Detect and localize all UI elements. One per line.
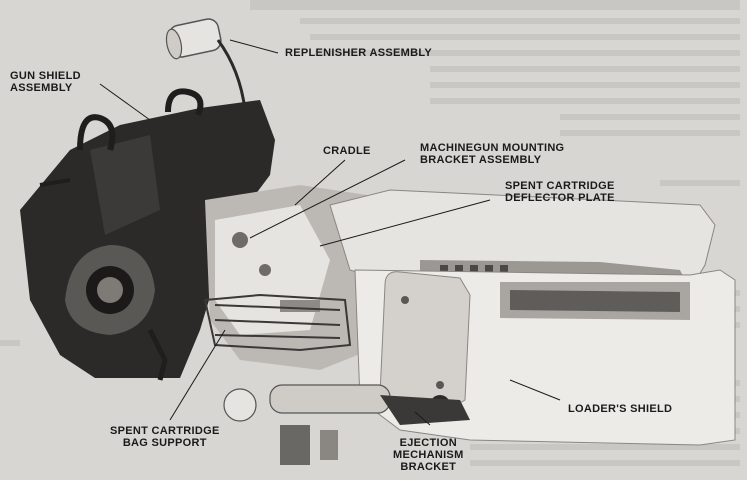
ejection-line-3: BRACKET bbox=[400, 461, 457, 473]
loaders-shield-label: LOADER'S SHIELD bbox=[568, 403, 672, 415]
gun-shield-line-1: GUN SHIELD bbox=[10, 70, 81, 82]
ejection-line-2: MECHANISM bbox=[393, 449, 464, 461]
gun-shield-assembly-label: GUN SHIELD ASSEMBLY bbox=[10, 70, 81, 94]
leader-lines bbox=[99, 39, 561, 426]
deflector-line-2: DEFLECTOR PLATE bbox=[505, 192, 615, 204]
ejection-mechanism-bracket bbox=[223, 384, 470, 465]
replenisher-assembly-text: REPLENISHER ASSEMBLY bbox=[285, 47, 432, 59]
mg-bracket-line-2: BRACKET ASSEMBLY bbox=[420, 154, 542, 166]
ejection-line-1: EJECTION bbox=[399, 437, 457, 449]
cradle-text: CRADLE bbox=[323, 145, 371, 157]
bag-support-line-1: SPENT CARTRIDGE bbox=[110, 425, 220, 437]
replenisher-assembly bbox=[165, 18, 250, 211]
mg-bracket-line-1: MACHINEGUN MOUNTING bbox=[420, 142, 565, 154]
ejection-mechanism-bracket-label: EJECTION MECHANISM BRACKET bbox=[393, 437, 464, 473]
cradle-label: CRADLE bbox=[323, 145, 371, 157]
replenisher-assembly-label: REPLENISHER ASSEMBLY bbox=[285, 47, 432, 59]
loaders-shield-text: LOADER'S SHIELD bbox=[568, 403, 673, 415]
gun-shield-assembly bbox=[20, 88, 275, 381]
spent-cartridge-bag-support-label: SPENT CARTRIDGE BAG SUPPORT bbox=[110, 425, 220, 449]
gun-shield-line-2: ASSEMBLY bbox=[10, 82, 73, 94]
spent-cartridge-deflector-plate-label: SPENT CARTRIDGE DEFLECTOR PLATE bbox=[505, 180, 615, 204]
deflector-line-1: SPENT CARTRIDGE bbox=[505, 180, 615, 192]
bag-support-line-2: BAG SUPPORT bbox=[122, 437, 207, 449]
spent-cartridge-bag-support bbox=[203, 293, 352, 352]
machinegun-mounting-bracket-label: MACHINEGUN MOUNTING BRACKET ASSEMBLY bbox=[420, 142, 564, 166]
